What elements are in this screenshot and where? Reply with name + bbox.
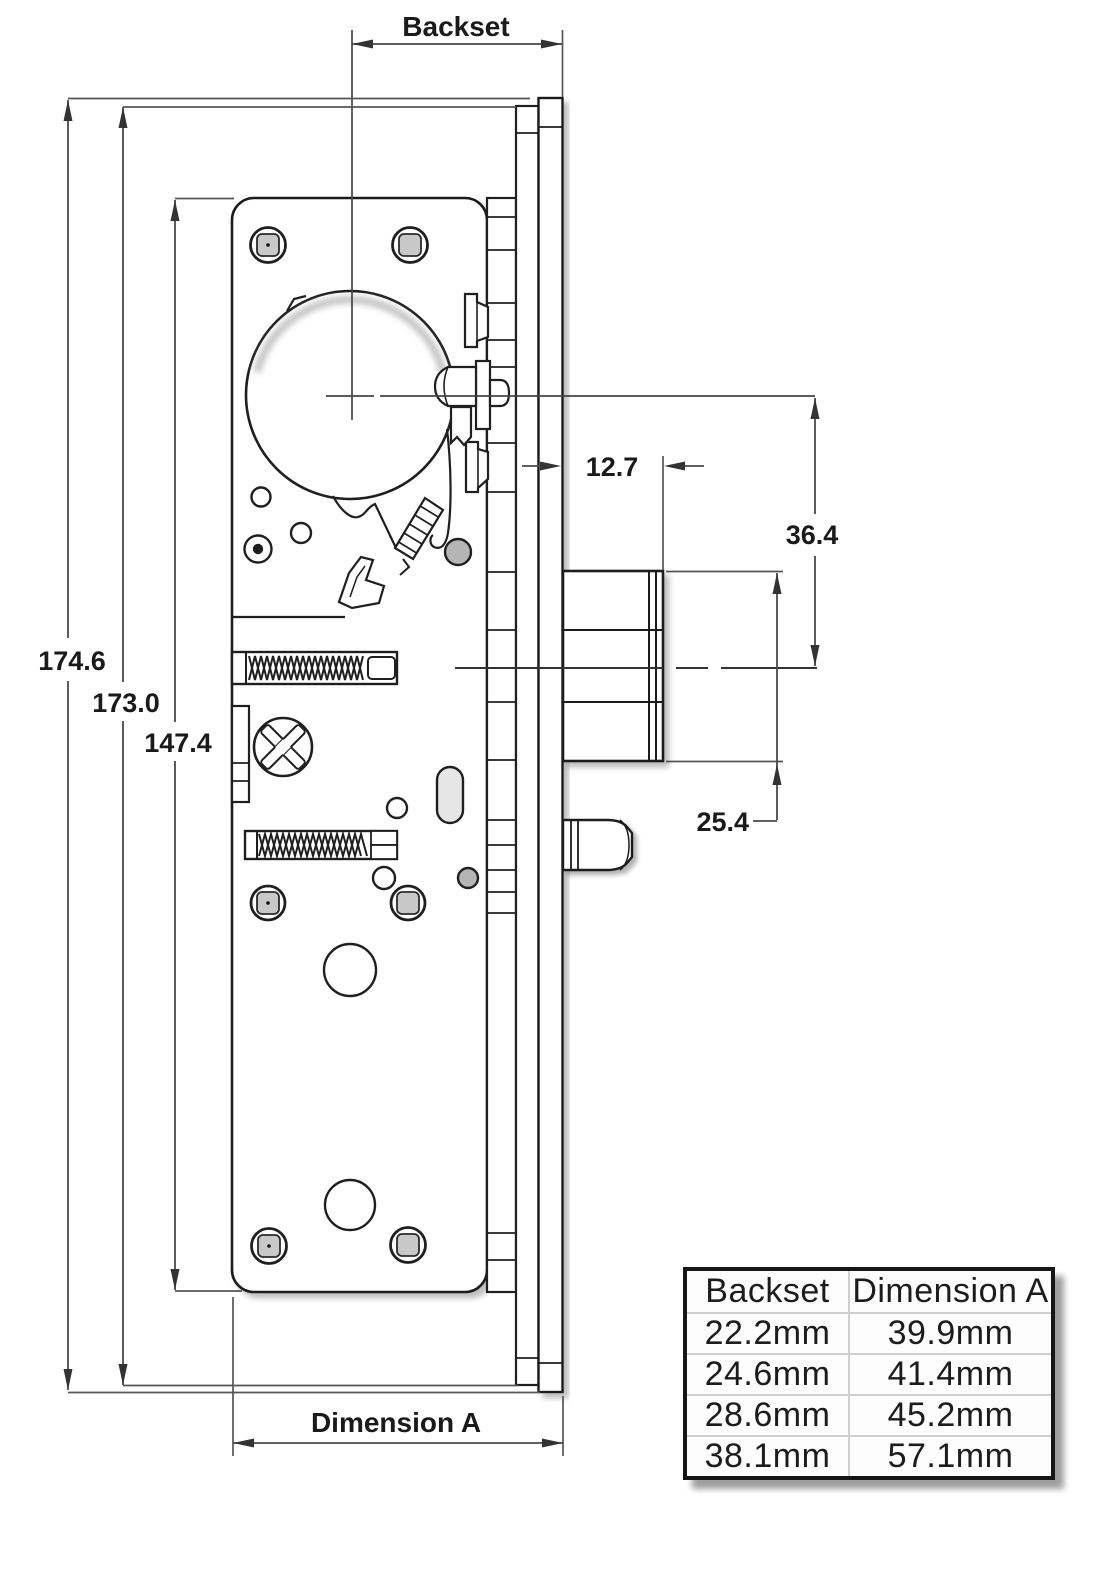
dim-latch-height: 25.4	[696, 573, 782, 837]
upper-spring	[230, 650, 399, 686]
latch-bolt-housing	[561, 569, 665, 763]
dim-overall-height: 174.6	[38, 100, 106, 1390]
centerline-cylinder	[326, 30, 815, 420]
cylinder-hole-inner-shadow	[253, 295, 447, 373]
screw-hole-mid-left	[249, 884, 287, 922]
arrow-right-icon	[542, 1438, 563, 1448]
table-header-backset: Backset	[705, 1272, 830, 1310]
table-header-dimension-a: Dimension A	[848, 1271, 1051, 1312]
arrow-right-icon	[541, 39, 562, 49]
latch-trip-cutout	[332, 428, 452, 549]
screw-hole-bottom-left	[250, 1227, 288, 1265]
cylinder-hole-notch	[286, 294, 307, 312]
trip-lever	[393, 496, 445, 576]
cylinder-hole	[244, 289, 456, 501]
dim-dimension-a: Dimension A	[233, 1407, 563, 1448]
spacer-strip	[514, 104, 540, 1387]
arrow-left-icon	[233, 1438, 254, 1448]
arrow-right-icon	[540, 461, 561, 471]
arrow-left-icon	[664, 461, 685, 471]
table-cell-dimension-a: 57.1mm	[848, 1435, 1051, 1476]
screw-hole-top-right	[391, 226, 429, 264]
cylinder-to-latch-label: 36.4	[786, 520, 839, 550]
table-cell-dimension-a: 41.4mm	[848, 1353, 1051, 1394]
dim-plate-height: 147.4	[144, 200, 212, 1290]
arrow-up-icon	[810, 398, 820, 419]
pivot-center-dot	[252, 543, 264, 555]
backset-label: Backset	[402, 11, 509, 42]
extension-lines	[68, 30, 783, 1456]
table-cell-backset: 38.1mm	[687, 1435, 848, 1476]
dim-second-height: 173.0	[92, 107, 160, 1385]
trip-lever-hatching	[398, 505, 439, 554]
arrow-up-icon	[170, 200, 180, 221]
arrow-down-icon	[170, 1269, 180, 1290]
dim-cylinder-to-latch: 36.4	[786, 398, 839, 666]
table-cell-dimension-a: 39.9mm	[848, 1312, 1051, 1353]
deadlatch-pin	[561, 818, 634, 872]
arrow-down-icon	[810, 645, 820, 666]
table-cell-backset: 22.2mm	[687, 1312, 848, 1353]
arrow-left-icon	[352, 39, 373, 49]
arrow-up-icon	[772, 573, 782, 594]
faceplate-strip	[537, 96, 564, 1394]
case-edge-strip	[485, 196, 518, 1294]
table-cell-backset: 28.6mm	[687, 1394, 848, 1435]
case-edge-divisions	[487, 216, 516, 1261]
arrow-up-icon	[63, 100, 73, 121]
table-cell-dimension-a: 45.2mm	[848, 1394, 1051, 1435]
overall-height-label: 174.6	[38, 646, 106, 676]
adjust-slot	[435, 765, 465, 825]
dimension-a-label: Dimension A	[311, 1407, 481, 1438]
faceplate-protrusion-label: 12.7	[586, 452, 639, 482]
dim-faceplate-protrusion: 12.7	[522, 452, 704, 482]
arrow-up-icon	[772, 764, 782, 785]
screw-hole-bottom-right	[389, 1226, 427, 1264]
second-height-label: 173.0	[92, 688, 160, 718]
arrow-down-icon	[63, 1369, 73, 1390]
pivot-holes	[243, 486, 480, 1232]
screw-hole-mid-right	[389, 884, 427, 922]
screw-hole-top-left	[249, 226, 287, 264]
phillips-screw	[252, 716, 314, 778]
sear-hook	[232, 555, 386, 619]
lower-spring	[243, 829, 399, 861]
dim-backset: Backset	[352, 11, 562, 49]
mounting-tab-lower	[464, 440, 490, 494]
lower-spring-coil	[258, 830, 368, 860]
backset-spec-table: Backset Dimension A 22.2mm 39.9mm 24.6mm…	[683, 1267, 1055, 1480]
mounting-tab-upper	[463, 292, 490, 349]
latch-height-label: 25.4	[696, 807, 749, 837]
arrow-up-icon	[118, 107, 128, 128]
table-cell-backset: 24.6mm	[687, 1353, 848, 1394]
plate-height-label: 147.4	[144, 728, 212, 758]
arrow-down-icon	[118, 1364, 128, 1385]
left-edge-step	[230, 704, 251, 804]
